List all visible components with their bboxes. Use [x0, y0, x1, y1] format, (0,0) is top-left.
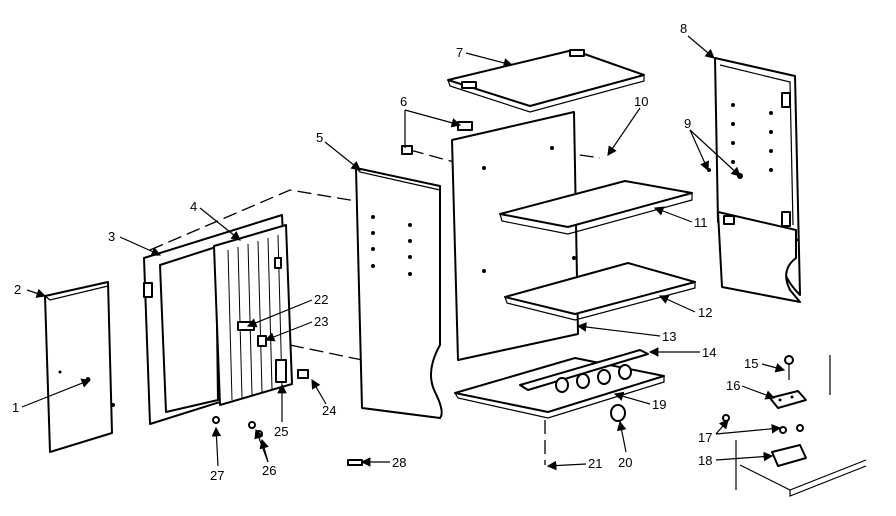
callout-19: 19 [652, 397, 666, 412]
callout-13: 13 [662, 329, 676, 344]
back-panel [451, 111, 579, 361]
callout-15: 15 [744, 356, 758, 371]
callout-10: 10 [634, 94, 648, 109]
callout-8: 8 [680, 21, 687, 36]
hardware-and-floor [722, 355, 867, 497]
callout-9: 9 [684, 116, 691, 131]
callout-1: 1 [12, 400, 19, 415]
upper-shelf [499, 180, 693, 235]
callout-20: 20 [618, 455, 632, 470]
callout-7: 7 [456, 45, 463, 60]
door [213, 224, 293, 406]
lower-shelf [504, 262, 696, 321]
side-panel-middle [355, 167, 443, 419]
callout-21: 21 [588, 456, 602, 471]
callout-12: 12 [698, 305, 712, 320]
callout-24: 24 [322, 403, 336, 418]
right-door [707, 57, 801, 303]
callout-5: 5 [316, 130, 323, 145]
callout-6: 6 [400, 94, 407, 109]
callout-22: 22 [314, 292, 328, 307]
callout-26: 26 [262, 463, 276, 478]
side-panel-left [44, 281, 115, 453]
callout-3: 3 [108, 229, 115, 244]
glides [555, 364, 632, 422]
callout-14: 14 [702, 345, 716, 360]
callout-18: 18 [698, 453, 712, 468]
callout-2: 2 [14, 282, 21, 297]
callout-numbers: 1 2 3 4 5 6 7 8 9 10 11 12 13 14 15 16 1… [12, 21, 758, 483]
callout-25: 25 [274, 424, 288, 439]
top-panel [447, 49, 645, 113]
callout-27: 27 [210, 468, 224, 483]
small-hardware [212, 121, 473, 466]
leader-lines [21, 35, 786, 471]
callout-16: 16 [726, 378, 740, 393]
callout-4: 4 [190, 199, 197, 214]
callout-11: 11 [694, 215, 708, 230]
callout-28: 28 [392, 455, 406, 470]
callout-17: 17 [698, 430, 712, 445]
callout-23: 23 [314, 314, 328, 329]
